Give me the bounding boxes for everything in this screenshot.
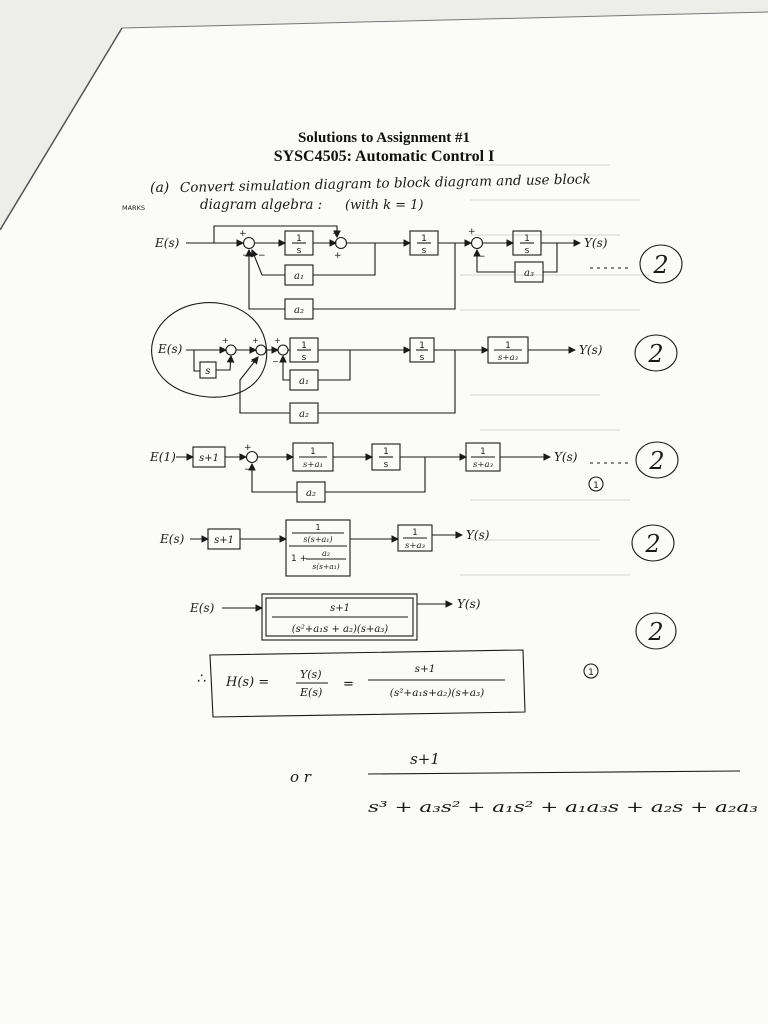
svg-text:+: + (468, 227, 476, 237)
svg-text:s: s (422, 246, 427, 256)
partial-mark-1: 1 (588, 668, 594, 678)
svg-text:Y(s): Y(s) (300, 668, 322, 681)
svg-text:1: 1 (310, 447, 315, 457)
h-lhs: H(s) = (225, 675, 269, 690)
svg-text:s(s+a₁): s(s+a₁) (303, 535, 332, 544)
therefore-symbol: ∴ (197, 671, 206, 687)
mark-2: 2 (647, 340, 663, 368)
svg-text:+: + (239, 229, 247, 239)
svg-text:1: 1 (383, 447, 389, 457)
output-label: Y(s) (584, 236, 608, 250)
svg-text:a₂: a₂ (299, 409, 309, 420)
svg-text:s: s (297, 246, 302, 256)
svg-text:−: − (244, 465, 252, 475)
mark-2: 2 (648, 447, 664, 475)
question-part: (a) (150, 180, 169, 196)
svg-text:s+1: s+1 (410, 750, 440, 768)
svg-text:s: s (384, 460, 389, 470)
h-denominator: (s²+a₁s+a₂)(s+a₃) (390, 687, 485, 699)
svg-text:s+1: s+1 (415, 663, 436, 675)
svg-text:Y(s): Y(s) (466, 528, 490, 542)
svg-text:s: s (525, 246, 530, 256)
svg-text:Y(s): Y(s) (579, 343, 603, 357)
svg-text:a₁: a₁ (299, 376, 309, 387)
svg-text:+: + (332, 229, 340, 239)
input-label: E(s) (154, 236, 180, 250)
question-note: (with k = 1) (345, 198, 423, 213)
svg-text:−: − (478, 252, 486, 262)
svg-text:1: 1 (412, 528, 417, 538)
svg-text:s+a₃: s+a₃ (498, 353, 519, 363)
svg-text:E(1): E(1) (149, 450, 176, 464)
svg-text:a₁: a₁ (294, 271, 304, 282)
svg-text:−: − (272, 357, 279, 366)
svg-text:s: s (302, 353, 307, 363)
svg-text:−: − (258, 251, 266, 261)
or-label: o r (290, 768, 312, 786)
tf-denominator: (s²+a₁s + a₂)(s+a₃) (292, 624, 389, 635)
svg-text:Y(s): Y(s) (457, 597, 481, 611)
course-title: SYSC4505: Automatic Control I (0, 148, 768, 166)
svg-text:s+1: s+1 (214, 535, 234, 546)
svg-text:Y(s): Y(s) (554, 450, 578, 464)
svg-text:a₂: a₂ (294, 305, 304, 316)
page-title: Solutions to Assignment #1 (0, 130, 768, 147)
tf-numerator: s+1 (330, 603, 350, 614)
svg-text:s+a₃: s+a₃ (473, 460, 494, 470)
svg-text:E(s): E(s) (159, 532, 185, 546)
svg-text:−: − (250, 357, 257, 366)
svg-text:1: 1 (480, 447, 485, 457)
partial-mark-1: 1 (593, 481, 599, 491)
svg-text:+: + (244, 443, 252, 453)
svg-text:a₂: a₂ (306, 488, 316, 499)
mark-2: 2 (644, 530, 660, 558)
svg-text:s: s (205, 366, 210, 377)
svg-text:E(s): E(s) (299, 686, 322, 699)
question-line2: diagram algebra : (200, 197, 322, 213)
svg-text:s: s (420, 353, 425, 363)
svg-text:s+a₃: s+a₃ (405, 541, 426, 551)
marks-label: MARKS (122, 204, 145, 212)
svg-text:s(s+a₁): s(s+a₁) (312, 562, 339, 571)
svg-text:+: + (274, 336, 281, 345)
expanded-denominator: s³ + a₃s² + a₁s² + a₁a₃s + a₂s + a₂a₃ (368, 798, 758, 816)
svg-text:a₂: a₂ (322, 549, 330, 558)
svg-text:+: + (252, 336, 259, 345)
svg-text:+: + (334, 251, 342, 261)
svg-text:s+1: s+1 (199, 453, 219, 464)
svg-text:a₃: a₃ (524, 268, 534, 279)
svg-text:=: = (343, 677, 354, 692)
mark-2: 2 (647, 618, 663, 646)
svg-text:1: 1 (315, 523, 320, 532)
mark-2: 2 (652, 251, 668, 279)
svg-text:−: − (242, 251, 250, 261)
svg-text:s+a₁: s+a₁ (303, 460, 323, 470)
svg-text:E(s): E(s) (189, 601, 215, 615)
svg-text:1 +: 1 + (291, 554, 307, 564)
svg-text:+: + (222, 336, 229, 345)
svg-text:E(s): E(s) (157, 342, 183, 356)
